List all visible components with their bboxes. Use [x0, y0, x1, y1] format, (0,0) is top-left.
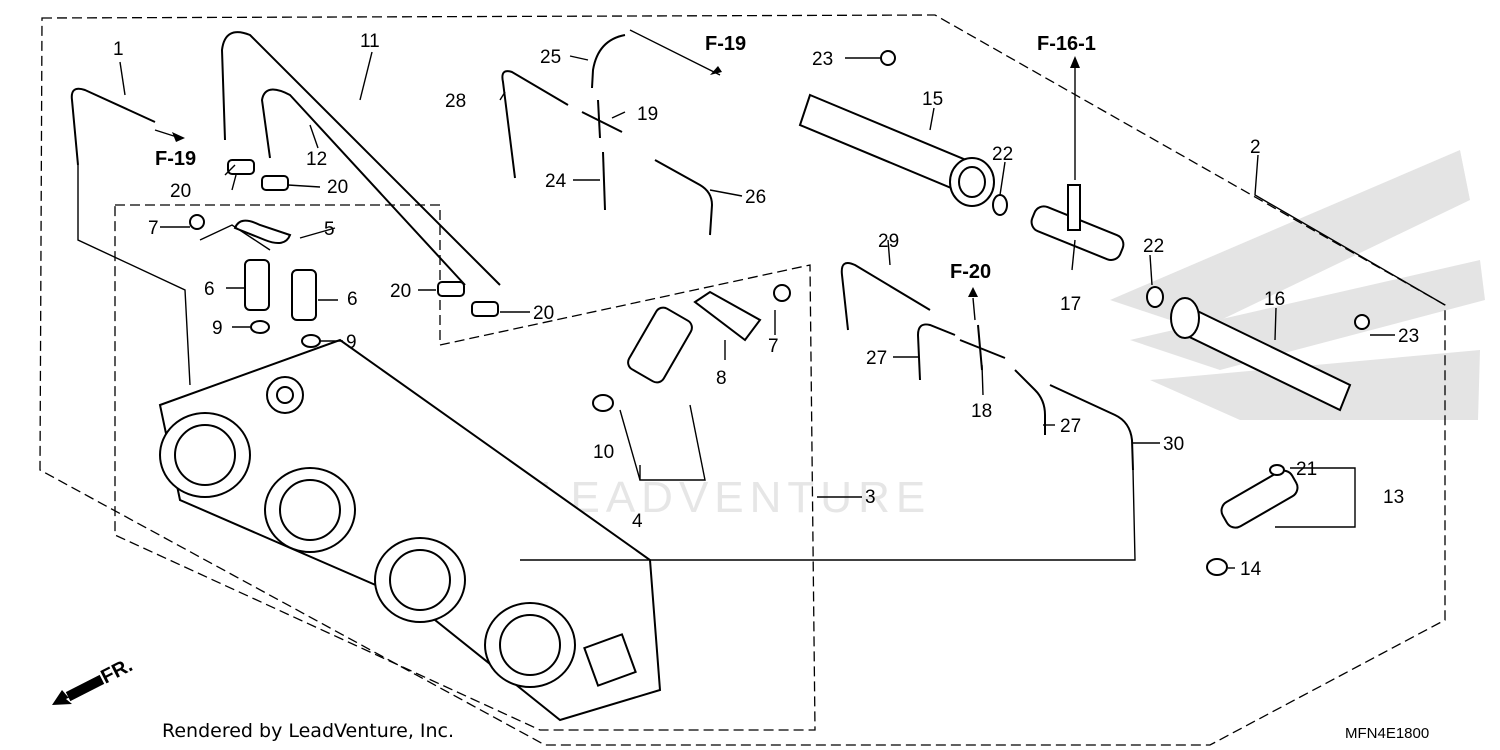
label-part-18: 18 — [971, 401, 992, 422]
label-part-23a: 23 — [812, 49, 833, 70]
hoses — [70, 31, 1134, 471]
screw-7a — [189, 214, 205, 230]
hose-11 — [220, 31, 501, 286]
hose-26 — [654, 159, 714, 236]
label-part-6a: 6 — [204, 279, 215, 300]
injector-13 — [1220, 469, 1299, 529]
ref-f20: F-20 — [950, 261, 991, 283]
label-part-20a: 20 — [170, 181, 191, 202]
label-part-9a: 9 — [212, 318, 223, 339]
front-direction-marker: FR. — [52, 654, 136, 705]
label-part-11: 11 — [360, 31, 380, 52]
sensor-4 — [627, 306, 693, 384]
label-part-19: 19 — [637, 104, 658, 125]
label-part-4: 4 — [632, 511, 643, 532]
oring-10 — [592, 394, 614, 412]
label-part-22a: 22 — [992, 144, 1013, 165]
footer-diagram-code: MFN4E1800 — [1345, 725, 1429, 742]
label-part-2: 2 — [1250, 137, 1261, 158]
label-part-5: 5 — [324, 219, 335, 240]
label-part-10: 10 — [593, 442, 614, 463]
hose-28 — [501, 70, 569, 179]
hose-24 — [602, 151, 606, 211]
label-part-29: 29 — [878, 231, 899, 252]
label-part-8: 8 — [716, 368, 727, 389]
ref-f19-left: F-19 — [155, 148, 196, 170]
hose-25 — [591, 34, 626, 89]
joint-17 — [1030, 205, 1125, 262]
nipple-6b — [291, 269, 317, 321]
label-part-3: 3 — [865, 487, 876, 508]
clamp-20c — [437, 281, 465, 297]
label-part-30: 30 — [1163, 434, 1184, 455]
label-part-23b: 23 — [1398, 326, 1419, 347]
nipple-6a — [244, 259, 270, 311]
cross-joint-19 — [581, 99, 623, 139]
reference-callouts: F-19 F-19 F-16-1 F-20 — [155, 33, 1096, 297]
bolt-23a — [880, 50, 896, 66]
part-labels: 1 2 3 4 5 6 6 7 7 8 9 9 10 11 12 13 14 1… — [113, 31, 1419, 580]
leader-lines — [77, 29, 1446, 569]
fuel-rails — [798, 93, 1352, 576]
hose-12 — [260, 88, 466, 286]
label-part-25: 25 — [540, 47, 561, 68]
small-parts — [189, 50, 1370, 412]
label-part-20b: 20 — [327, 177, 348, 198]
ref-f16-1: F-16-1 — [1037, 33, 1096, 55]
clamp-20b — [261, 175, 289, 191]
hose-29 — [840, 262, 931, 331]
hose-27a — [916, 323, 956, 381]
label-part-27b: 27 — [1060, 416, 1081, 437]
label-part-20c: 20 — [390, 281, 411, 302]
oring-9a — [250, 320, 270, 334]
hose-1 — [70, 87, 156, 166]
label-part-17: 17 — [1060, 294, 1081, 315]
clamp-20a — [227, 159, 255, 175]
label-part-26: 26 — [745, 187, 766, 208]
ref-f19-top: F-19 — [705, 33, 746, 55]
label-part-21: 21 — [1296, 459, 1317, 480]
hose-30 — [1049, 384, 1134, 471]
label-part-13: 13 — [1383, 487, 1404, 508]
label-part-7a: 7 — [148, 218, 159, 239]
label-part-27a: 27 — [866, 348, 887, 369]
label-part-6b: 6 — [347, 289, 358, 310]
label-part-9b: 9 — [346, 332, 357, 353]
plate-8 — [693, 290, 762, 342]
cross-joint-18 — [959, 324, 1006, 371]
label-part-7b: 7 — [768, 336, 779, 357]
label-part-24: 24 — [545, 171, 567, 192]
oring-9b — [301, 334, 321, 348]
bolt-23b — [1354, 314, 1370, 330]
clamp-20d — [471, 301, 499, 317]
label-part-28: 28 — [445, 91, 466, 112]
label-part-22b: 22 — [1143, 236, 1164, 257]
label-part-12: 12 — [306, 149, 327, 170]
label-part-14: 14 — [1240, 559, 1262, 580]
outer-border — [39, 14, 1446, 746]
label-part-16: 16 — [1264, 289, 1285, 310]
throttle-body-box — [114, 204, 816, 731]
label-part-20d: 20 — [533, 303, 554, 324]
clip-5 — [233, 219, 292, 245]
throttle-body-assembly — [158, 338, 662, 722]
screw-7b — [773, 284, 791, 302]
hose-27b — [1014, 369, 1046, 435]
label-part-1: 1 — [113, 39, 124, 60]
label-part-15: 15 — [922, 89, 943, 110]
footer-rendered-by: Rendered by LeadVenture, Inc. — [162, 720, 454, 742]
